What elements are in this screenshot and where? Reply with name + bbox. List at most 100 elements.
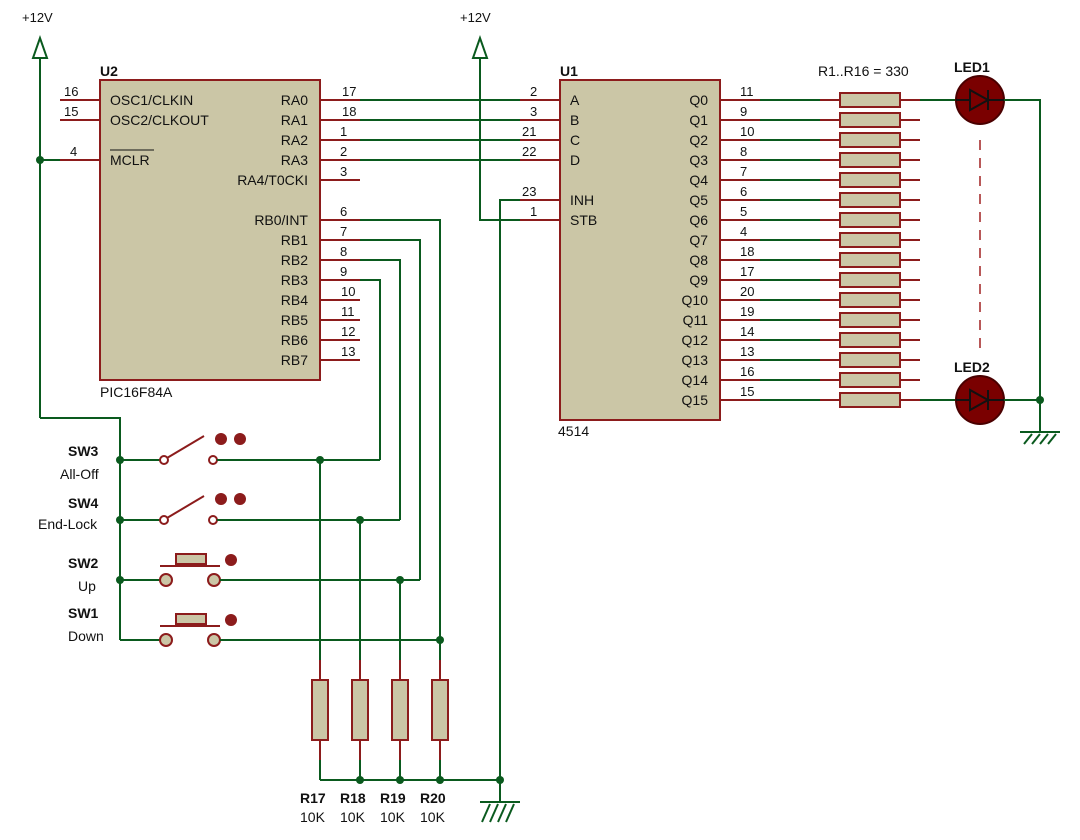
u1-pin-name: C (570, 132, 580, 148)
u1-pin-num: 18 (740, 244, 754, 259)
u1-pin-num: 20 (740, 284, 754, 299)
sw2-ref: SW2 (68, 555, 99, 571)
u2-pin-num: 1 (340, 124, 347, 139)
u2-pin-num: 3 (340, 164, 347, 179)
u2-pin-name: RB5 (281, 312, 308, 328)
address-bus (360, 99, 520, 161)
supply-arrow-left (31, 34, 49, 59)
led1: LED1 (920, 59, 1041, 400)
u1-pin-name: Q3 (689, 152, 708, 168)
u1-pin-num: 10 (740, 124, 754, 139)
u1-pin-num: 17 (740, 264, 754, 279)
u2-pin-num: 8 (340, 244, 347, 259)
actuator-icon (225, 614, 237, 626)
r18-ref: R18 (340, 790, 366, 806)
u2-chip: U2 PIC16F84A 16 15 4 OSC1/CLKIN OSC2/CLK… (60, 63, 360, 400)
u2-pin-num: 7 (340, 224, 347, 239)
r19-ref: R19 (380, 790, 406, 806)
u1-pin-name: Q1 (689, 112, 708, 128)
u1-pin-name: INH (570, 192, 594, 208)
u2-pin-num: 16 (64, 84, 78, 99)
u1-pin-name: Q10 (682, 292, 709, 308)
sw1-label: Down (68, 628, 104, 644)
u2-pin-num: 11 (341, 304, 355, 319)
u2-pin-num: 17 (342, 84, 356, 99)
u1-pin-name: Q14 (682, 372, 709, 388)
u1-pin-name: Q9 (689, 272, 708, 288)
sw2-label: Up (78, 578, 96, 594)
u1-pin-num: 3 (530, 104, 537, 119)
u2-pin-num: 15 (64, 104, 78, 119)
u2-pin-name: RB3 (281, 272, 308, 288)
u1-body (559, 79, 721, 421)
u2-part: PIC16F84A (100, 384, 173, 400)
u1-pin-name: STB (570, 212, 597, 228)
u2-pin-name: RB6 (281, 332, 308, 348)
u1-pin-name: Q6 (689, 212, 708, 228)
u1-part: 4514 (558, 423, 589, 439)
resistor-array-label: R1..R16 = 330 (818, 63, 909, 79)
switch-sw1[interactable]: SW1 Down (68, 605, 440, 647)
u1-pin-name: Q5 (689, 192, 708, 208)
u2-pin-name: RB0/INT (254, 212, 308, 228)
r20-value: 10K (420, 809, 446, 825)
u2-pin-name: OSC2/CLKOUT (110, 112, 209, 128)
resistor-array: R1..R16 = 330 (818, 63, 920, 408)
u1-pin-name: Q0 (689, 92, 708, 108)
u2-pin-num: 2 (340, 144, 347, 159)
u1-pin-num: 21 (522, 124, 536, 139)
switch-sw3[interactable]: SW3 All-Off (60, 433, 380, 482)
actuator-icon (234, 433, 246, 445)
pulldown-labels: R17 R18 R19 R20 10K 10K 10K 10K (300, 790, 446, 825)
u2-pin-name: RA3 (281, 152, 308, 168)
u2-pin-name: RB4 (281, 292, 308, 308)
u1-pin-name: Q11 (683, 312, 709, 328)
sw1-ref: SW1 (68, 605, 99, 621)
u2-pin-num: 10 (341, 284, 355, 299)
switch-sw2[interactable]: SW2 Up (68, 553, 420, 594)
u2-pin-name: RB7 (281, 352, 308, 368)
led-diode-icon (969, 88, 991, 112)
u1-pin-num: 1 (530, 204, 537, 219)
u1-pin-name: Q15 (682, 392, 709, 408)
u1-pin-num: 6 (740, 184, 747, 199)
r17-value: 10K (300, 809, 326, 825)
u1-pin-num: 19 (740, 304, 754, 319)
u2-pin-name: RB2 (281, 252, 308, 268)
u1-ref: U1 (560, 63, 578, 79)
u1-pin-num: 11 (740, 84, 754, 99)
u2-ref: U2 (100, 63, 118, 79)
u2-pin-name: RA0 (281, 92, 308, 108)
u1-pin-name: Q12 (682, 332, 709, 348)
u2-pin-name: RA2 (281, 132, 308, 148)
u2-pin-num: 9 (340, 264, 347, 279)
u1-pin-num: 7 (740, 164, 747, 179)
u2-pin-name: OSC1/CLKIN (110, 92, 193, 108)
u1-pin-num: 5 (740, 204, 747, 219)
u1-pin-num: 13 (740, 344, 754, 359)
r17-ref: R17 (300, 790, 326, 806)
actuator-icon (225, 554, 237, 566)
switch-lines (360, 219, 441, 640)
u2-pin-num: 6 (340, 204, 347, 219)
output-wires (760, 99, 820, 401)
led1-ref: LED1 (954, 59, 990, 75)
sw4-label: End-Lock (38, 516, 98, 532)
power-label-mid: +12V (460, 10, 491, 25)
pulldown-wires (316, 456, 444, 660)
ground-icon (1020, 400, 1060, 445)
u1-pin-num: 4 (740, 224, 747, 239)
switch-sw4[interactable]: SW4 End-Lock (38, 493, 400, 532)
r18-value: 10K (340, 809, 366, 825)
r19-value: 10K (380, 809, 406, 825)
u2-pin-num: 13 (341, 344, 355, 359)
u1-pin-num: 8 (740, 144, 747, 159)
u2-pin-name: RA1 (281, 112, 308, 128)
u1-pin-name: Q8 (689, 252, 708, 268)
u1-pin-name: Q4 (689, 172, 708, 188)
sw4-ref: SW4 (68, 495, 99, 511)
r20-ref: R20 (420, 790, 446, 806)
led2-ref: LED2 (954, 359, 990, 375)
u2-pin-num: 12 (341, 324, 355, 339)
